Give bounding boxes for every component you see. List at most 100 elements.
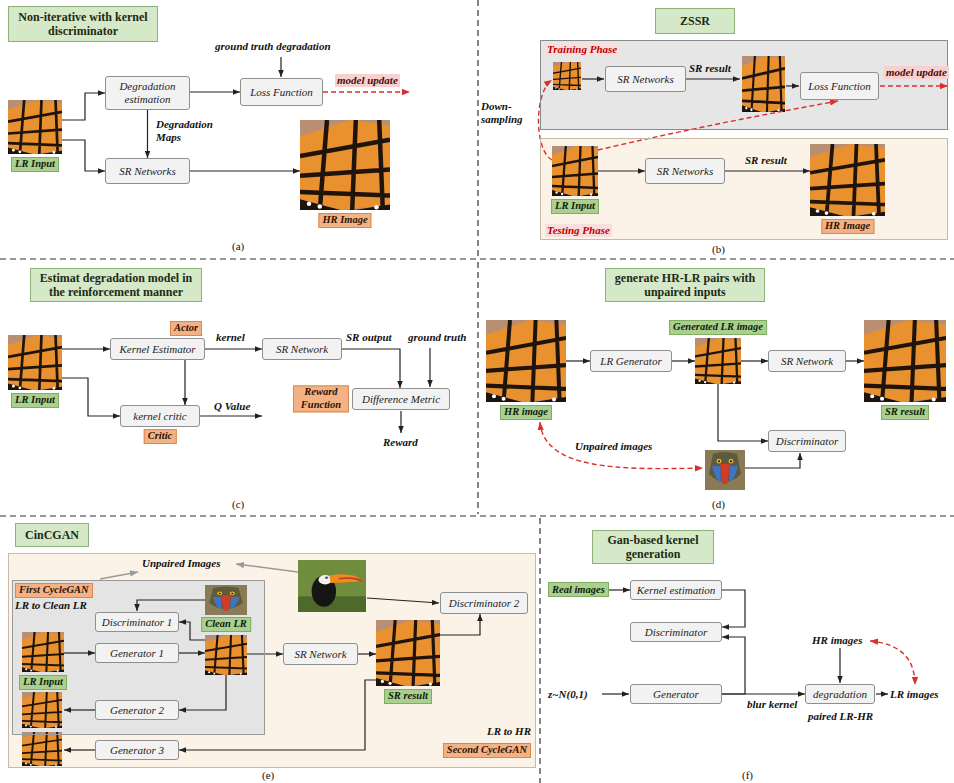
connector xyxy=(62,93,105,120)
annotation-label: Down-sampling xyxy=(481,100,531,126)
region-label: First CycleGAN xyxy=(15,583,93,598)
role-badge: Reward Function xyxy=(293,385,349,412)
tag-text: Real images xyxy=(552,583,605,596)
box-label: Difference Metric xyxy=(362,393,440,406)
paired-arrow xyxy=(870,641,915,685)
process-box: Kernel EstimatorActor xyxy=(110,338,205,360)
connector xyxy=(179,652,205,653)
connector xyxy=(672,360,695,361)
image-caption: SR result xyxy=(384,689,432,704)
box-label: Loss Function xyxy=(808,80,871,93)
model-update-arrow xyxy=(323,80,948,685)
box-label: Discriminator xyxy=(776,435,838,448)
image-thumbnail: HR image xyxy=(486,320,566,402)
butterfly-image xyxy=(810,144,885,216)
process-box: Loss Function xyxy=(800,72,879,100)
process-box: Generator 1 xyxy=(95,643,179,663)
panel-separator xyxy=(477,0,478,256)
connector xyxy=(179,680,376,750)
process-box: SR Network xyxy=(283,643,358,665)
edge-label: kernel xyxy=(216,331,245,344)
layout-arrow xyxy=(367,598,439,603)
region-fill xyxy=(540,40,948,130)
toucan-image xyxy=(298,560,366,612)
panel-title: Non-iterative with kernel discriminator xyxy=(8,6,158,42)
box-label: SR Network xyxy=(294,648,346,661)
process-box: Discriminator xyxy=(630,622,722,642)
connector xyxy=(342,349,400,388)
edge-label: SR output xyxy=(346,331,392,344)
layout-arrow xyxy=(400,411,401,433)
layout-arrow xyxy=(839,648,840,683)
unpaired-arrow xyxy=(540,422,703,469)
process-box: Loss Function xyxy=(240,78,323,106)
region-label: Second CycleGAN xyxy=(443,743,531,758)
butterfly-image xyxy=(486,320,566,402)
connector xyxy=(440,614,480,635)
box-label: SR Networks xyxy=(119,165,176,178)
panel-title-text: Estimat degradation model in the reinfor… xyxy=(35,271,197,300)
process-box: SR Network xyxy=(768,350,846,372)
process-box: Generator 3 xyxy=(95,740,179,760)
panel-number: (f) xyxy=(742,769,753,781)
box-label: Generator 1 xyxy=(110,647,164,660)
image-caption: LR Input xyxy=(11,157,59,172)
image-caption: HR Image xyxy=(821,219,874,234)
image-caption: HR Image xyxy=(318,213,371,228)
image-caption: LR Input xyxy=(11,393,59,408)
annotation-label: LR images xyxy=(890,688,939,701)
group-region: Testing PhaseLR InputSR NetworksHR Image xyxy=(540,138,948,240)
connector xyxy=(147,110,148,158)
image-thumbnail: Clean LR xyxy=(205,635,247,675)
connector xyxy=(190,170,300,171)
box-label: SR Networks xyxy=(657,165,714,178)
group-region: First CycleGANLR to Clean LRDiscriminato… xyxy=(12,580,265,735)
role-badge: Actor xyxy=(170,321,202,336)
image-caption: HR image xyxy=(500,405,552,420)
connector xyxy=(722,693,805,694)
unpaired-pointer xyxy=(236,564,298,572)
input-tag: Real images xyxy=(548,582,609,597)
layout-arrow xyxy=(582,78,604,79)
box-label: LR Generator xyxy=(600,355,661,368)
box-label: SR Networks xyxy=(617,73,674,86)
region-label: Training Phase xyxy=(545,43,619,56)
connector xyxy=(179,675,226,710)
process-box: SR Network xyxy=(262,338,342,360)
group-region: LR to HRSecond CycleGANFirst CycleGANLR … xyxy=(8,553,536,768)
process-box: Difference MetricReward Function xyxy=(352,388,450,410)
layout-arrow xyxy=(280,57,281,77)
baboon-image xyxy=(705,450,745,490)
box-label: SR Network xyxy=(276,343,328,356)
process-box: Discriminator 1 xyxy=(95,612,179,632)
connector xyxy=(598,170,645,171)
annotation-label: paired LR-HR xyxy=(808,710,873,723)
box-label: Generator 2 xyxy=(110,704,164,717)
panel-number: (b) xyxy=(712,243,725,255)
box-label: Kernel Estimator xyxy=(119,343,195,356)
connector xyxy=(718,384,768,441)
annotation-label: ground truth xyxy=(408,331,466,344)
panel-title: Estimat degradation model in the reinfor… xyxy=(30,268,202,302)
group-region: Training Phase SR NetworksLoss Function xyxy=(540,40,948,130)
image-thumbnail: LR Input xyxy=(8,100,62,154)
box-label: Degradation estimation xyxy=(110,80,185,105)
annotation-label: model update xyxy=(335,74,400,87)
process-box: Degradation estimation xyxy=(105,76,190,110)
model-update-arrow xyxy=(880,85,948,86)
annotation-label: Reward xyxy=(383,436,418,449)
connector xyxy=(62,378,120,416)
box-label: SR Network xyxy=(781,355,833,368)
annotation-label: Unpaired images xyxy=(575,440,652,453)
image-thumbnail: LR Input xyxy=(22,632,64,672)
image-caption: LR Input xyxy=(19,675,67,690)
connector xyxy=(609,589,630,590)
process-box: SR Networks xyxy=(105,158,190,184)
process-box: LR Generator xyxy=(590,350,672,372)
panel-title: Gan-based kernel generation xyxy=(592,530,714,564)
connector xyxy=(846,360,864,361)
role-badge: Critic xyxy=(144,429,177,444)
connector xyxy=(741,360,768,361)
region-fill xyxy=(540,138,948,240)
edge-label: SR result xyxy=(745,154,787,167)
